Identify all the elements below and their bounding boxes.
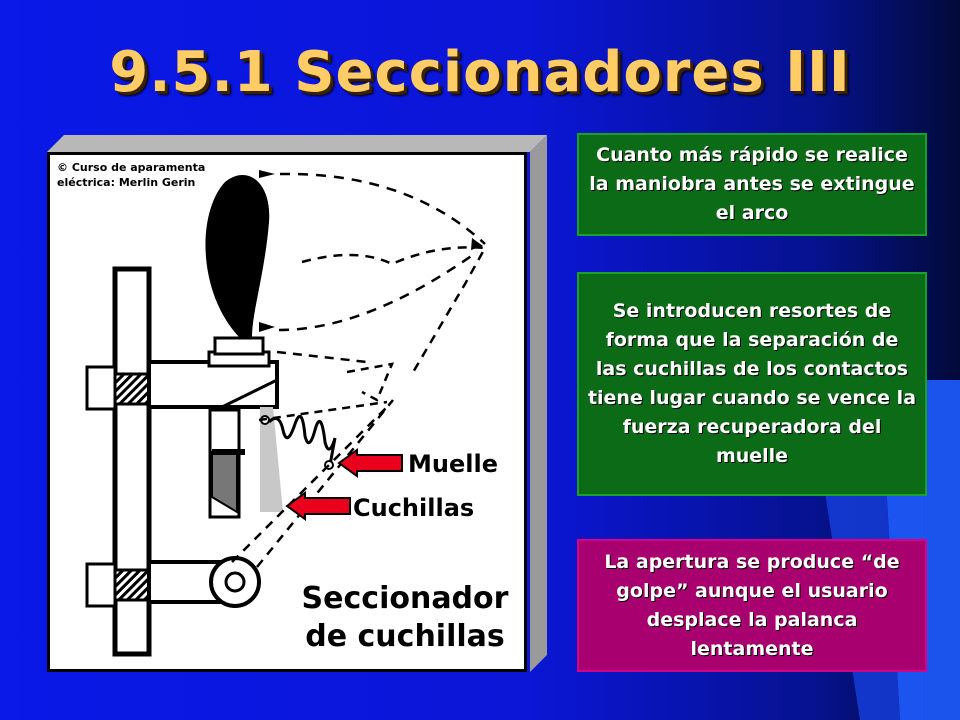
note-arc: Cuanto más rápido se realice la maniobra… (577, 133, 927, 236)
muelle-arrow (337, 448, 403, 478)
muelle-label: Muelle (408, 450, 498, 478)
cuchillas-label: Cuchillas (353, 494, 475, 522)
panel-bevel (47, 135, 547, 672)
cuchillas-arrow (285, 491, 351, 521)
caption-line-2: de cuchillas (305, 619, 505, 654)
copyright-line-1: © Curso de aparamenta (57, 161, 206, 174)
caption-line-1: Seccionador (301, 581, 509, 616)
disconnector-diagram (85, 170, 488, 657)
copyright-line-2: eléctrica: Merlin Gerin (57, 176, 196, 189)
note-springs: Se introducen resortes de forma que la s… (577, 272, 927, 496)
diagram-caption: Seccionador de cuchillas (300, 580, 510, 656)
top-bolt (85, 365, 117, 411)
spring (267, 414, 337, 466)
copyright-note: © Curso de aparamenta eléctrica: Merlin … (57, 160, 205, 190)
note-sudden-opening: La apertura se produce “de golpe” aunque… (577, 539, 927, 672)
handle-knob (205, 175, 270, 337)
bottom-bolt (85, 562, 117, 608)
page-title: 9.5.1 Seccionadores III (109, 40, 851, 105)
